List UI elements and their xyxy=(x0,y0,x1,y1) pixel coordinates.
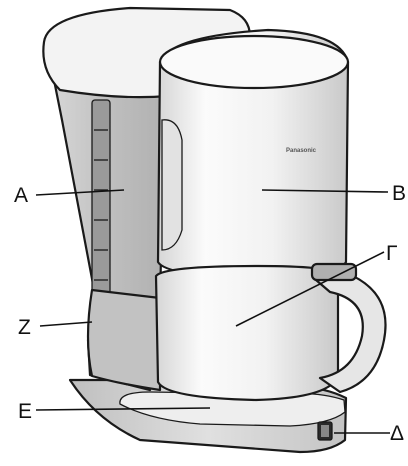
leader-gamma xyxy=(235,251,385,327)
label-A: A xyxy=(14,184,28,207)
power-switch-face xyxy=(321,425,329,437)
label-E: E xyxy=(18,400,32,423)
label-B: B xyxy=(392,182,406,205)
coffee-jug xyxy=(154,264,340,402)
jug-handle xyxy=(314,268,387,394)
leader-E xyxy=(35,407,211,411)
leader-B xyxy=(261,189,389,193)
lower-body-housing xyxy=(86,288,162,392)
filter-holder-handle-recess xyxy=(161,119,183,251)
brand-logo: Panasonic xyxy=(286,148,317,154)
filter-holder-top xyxy=(158,34,350,90)
leader-Z xyxy=(39,321,93,327)
jug-lid-button xyxy=(310,262,358,282)
base-top-ring xyxy=(119,391,346,427)
label-gamma: Γ xyxy=(386,242,398,265)
label-delta: Δ xyxy=(390,422,404,445)
label-Z: Z xyxy=(18,316,31,339)
leader-A xyxy=(35,189,125,196)
water-level-marks xyxy=(94,129,108,281)
